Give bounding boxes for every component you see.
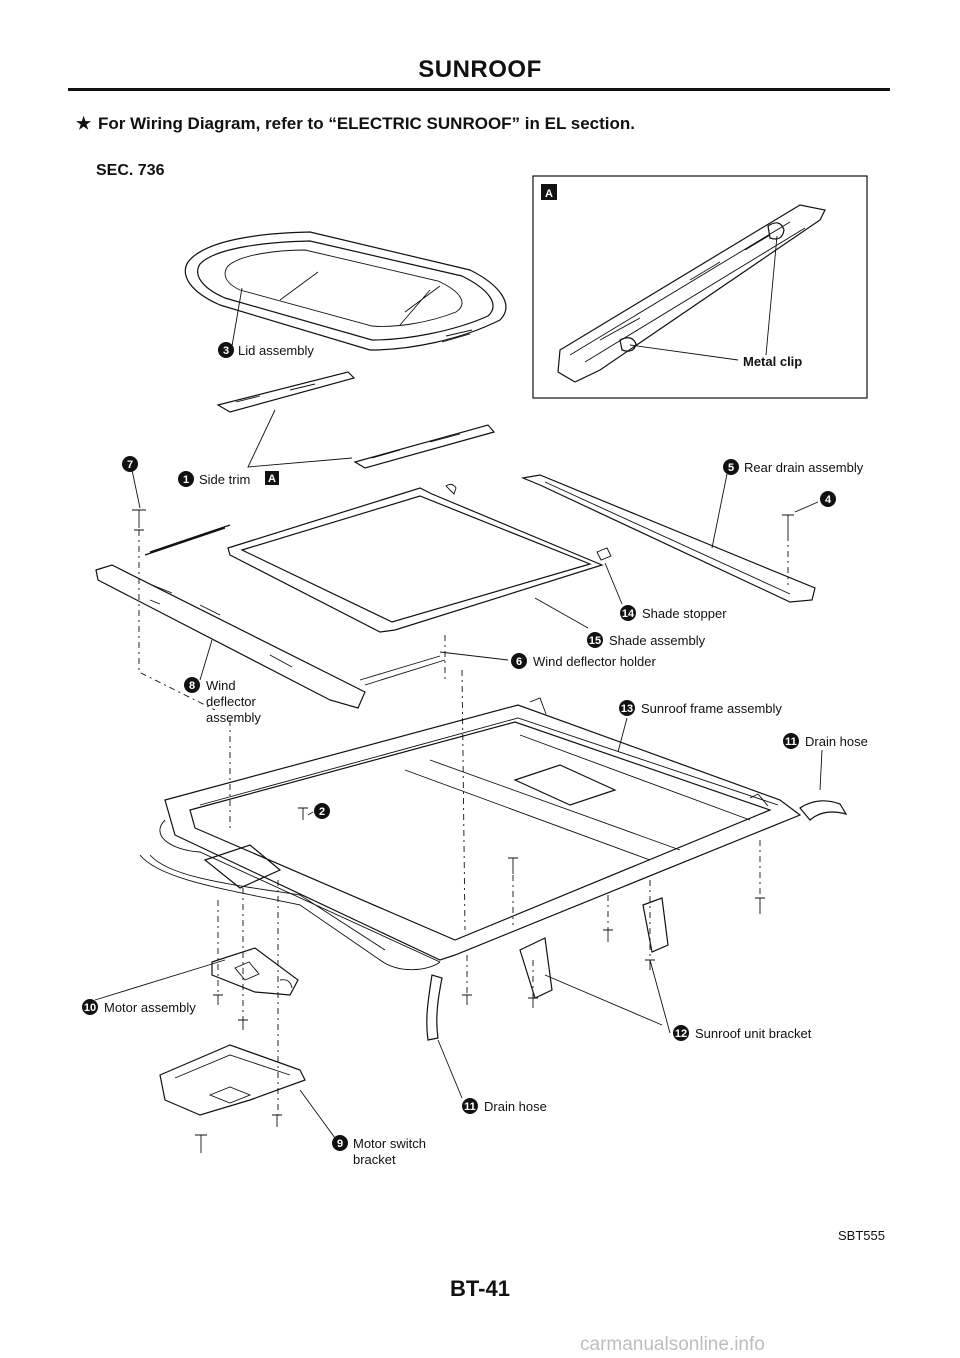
- svg-text:Motor switch: Motor switch: [353, 1136, 426, 1151]
- motor-assembly-drawing: [203, 844, 299, 996]
- star-icon: ★: [76, 114, 92, 133]
- wiring-note: ★ For Wiring Diagram, refer to “ELECTRIC …: [76, 114, 635, 134]
- svg-text:11: 11: [785, 736, 797, 748]
- section-number: SEC. 736: [96, 162, 165, 179]
- svg-text:12: 12: [675, 1028, 687, 1040]
- inset-side-trim-drawing: [557, 204, 826, 383]
- callout-11-upper: 11 Drain hose: [783, 733, 868, 749]
- svg-text:Motor assembly: Motor assembly: [104, 1000, 196, 1015]
- lid-assembly-drawing: [184, 231, 507, 351]
- svg-text:4: 4: [825, 494, 832, 506]
- svg-text:11: 11: [464, 1101, 476, 1113]
- svg-text:Drain hose: Drain hose: [805, 734, 868, 749]
- callout-13: 13 Sunroof frame assembly: [619, 700, 782, 716]
- svg-text:assembly: assembly: [206, 710, 261, 725]
- page-title: SUNROOF: [418, 56, 542, 83]
- callout-8: 8 Wind deflector assembly: [184, 677, 261, 725]
- unit-bracket-left-drawing: [519, 937, 553, 999]
- callout-6: 6 Wind deflector holder: [511, 653, 657, 669]
- front-drain-hose-drawing: [426, 974, 443, 1041]
- rear-drain-assembly-drawing: [520, 474, 816, 603]
- wind-deflector-drawing: [95, 524, 446, 709]
- callout-12: 12 Sunroof unit bracket: [673, 1025, 812, 1041]
- callout-10: 10 Motor assembly: [82, 999, 196, 1015]
- svg-text:3: 3: [223, 345, 229, 357]
- svg-text:Sunroof unit bracket: Sunroof unit bracket: [695, 1026, 812, 1041]
- svg-text:Wind deflector holder: Wind deflector holder: [533, 654, 657, 669]
- inset-badge-letter: A: [545, 188, 553, 200]
- callout-7: 7: [122, 456, 138, 472]
- svg-text:Wind: Wind: [206, 678, 236, 693]
- callout-3: 3 Lid assembly: [218, 342, 314, 358]
- svg-text:13: 13: [621, 703, 633, 715]
- svg-text:6: 6: [516, 656, 522, 668]
- callout-5: 5 Rear drain assembly: [723, 459, 864, 475]
- svg-text:1: 1: [183, 474, 189, 486]
- svg-text:8: 8: [189, 680, 195, 692]
- title-rule: [68, 88, 890, 91]
- svg-text:Shade assembly: Shade assembly: [609, 633, 706, 648]
- leader-lines: [94, 287, 823, 1139]
- callout-2: 2: [314, 803, 330, 819]
- shade-assembly-drawing: [227, 483, 612, 633]
- wiring-note-text: For Wiring Diagram, refer to “ELECTRIC S…: [98, 114, 635, 133]
- callout-4: 4: [820, 491, 836, 507]
- svg-text:Shade stopper: Shade stopper: [642, 606, 727, 621]
- callout-11-lower: 11 Drain hose: [462, 1098, 547, 1114]
- callout-14: 14 Shade stopper: [620, 605, 727, 621]
- inset-badge: [541, 184, 557, 200]
- callout-1: 1 Side trim A: [178, 471, 279, 487]
- svg-text:bracket: bracket: [353, 1152, 396, 1167]
- svg-text:9: 9: [337, 1138, 343, 1150]
- svg-text:Side trim: Side trim: [199, 472, 250, 487]
- svg-text:Drain hose: Drain hose: [484, 1099, 547, 1114]
- callout-15: 15 Shade assembly: [587, 632, 706, 648]
- svg-text:10: 10: [84, 1002, 96, 1014]
- svg-text:A: A: [268, 473, 276, 485]
- callout-9: 9 Motor switch bracket: [332, 1135, 426, 1167]
- svg-text:2: 2: [319, 806, 325, 818]
- motor-switch-bracket-drawing: [159, 1044, 306, 1116]
- svg-text:deflector: deflector: [206, 694, 257, 709]
- site-watermark: carmanualsonline.info: [580, 1334, 765, 1355]
- svg-text:5: 5: [728, 462, 734, 474]
- metal-clip-label: Metal clip: [743, 354, 802, 369]
- unit-bracket-right-drawing: [642, 897, 669, 953]
- svg-text:Lid assembly: Lid assembly: [238, 343, 314, 358]
- svg-text:Rear drain assembly: Rear drain assembly: [744, 460, 864, 475]
- sunroof-frame-drawing: [139, 697, 848, 971]
- svg-text:7: 7: [127, 459, 133, 471]
- side-trim-drawing: [216, 371, 496, 469]
- figure-id: SBT555: [838, 1228, 885, 1243]
- page-number: BT-41: [450, 1276, 510, 1301]
- assembly-center-lines: [138, 530, 789, 1115]
- svg-text:14: 14: [622, 608, 635, 620]
- svg-text:15: 15: [589, 635, 601, 647]
- inset-frame: [532, 175, 868, 399]
- svg-text:Sunroof frame assembly: Sunroof frame assembly: [641, 701, 782, 716]
